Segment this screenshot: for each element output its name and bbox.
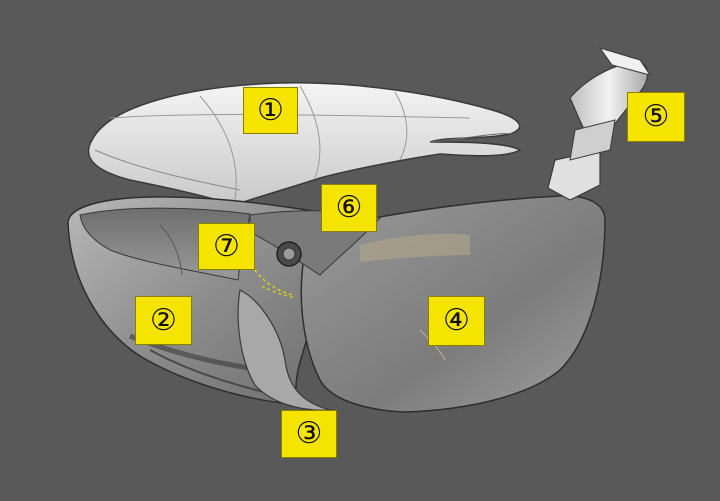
hosel-sleeve-part bbox=[547, 47, 652, 201]
part-label-5: ⑤ bbox=[627, 92, 685, 142]
part-label-4: ④ bbox=[428, 296, 485, 346]
part-label-1: ① bbox=[243, 87, 298, 134]
part-label-6: ⑥ bbox=[321, 184, 377, 232]
part-label-3: ③ bbox=[281, 410, 337, 458]
part-label-2: ② bbox=[135, 296, 192, 345]
part-label-7: ⑦ bbox=[198, 223, 255, 270]
weight-screw-part bbox=[254, 241, 302, 299]
crown-part bbox=[87, 82, 522, 206]
